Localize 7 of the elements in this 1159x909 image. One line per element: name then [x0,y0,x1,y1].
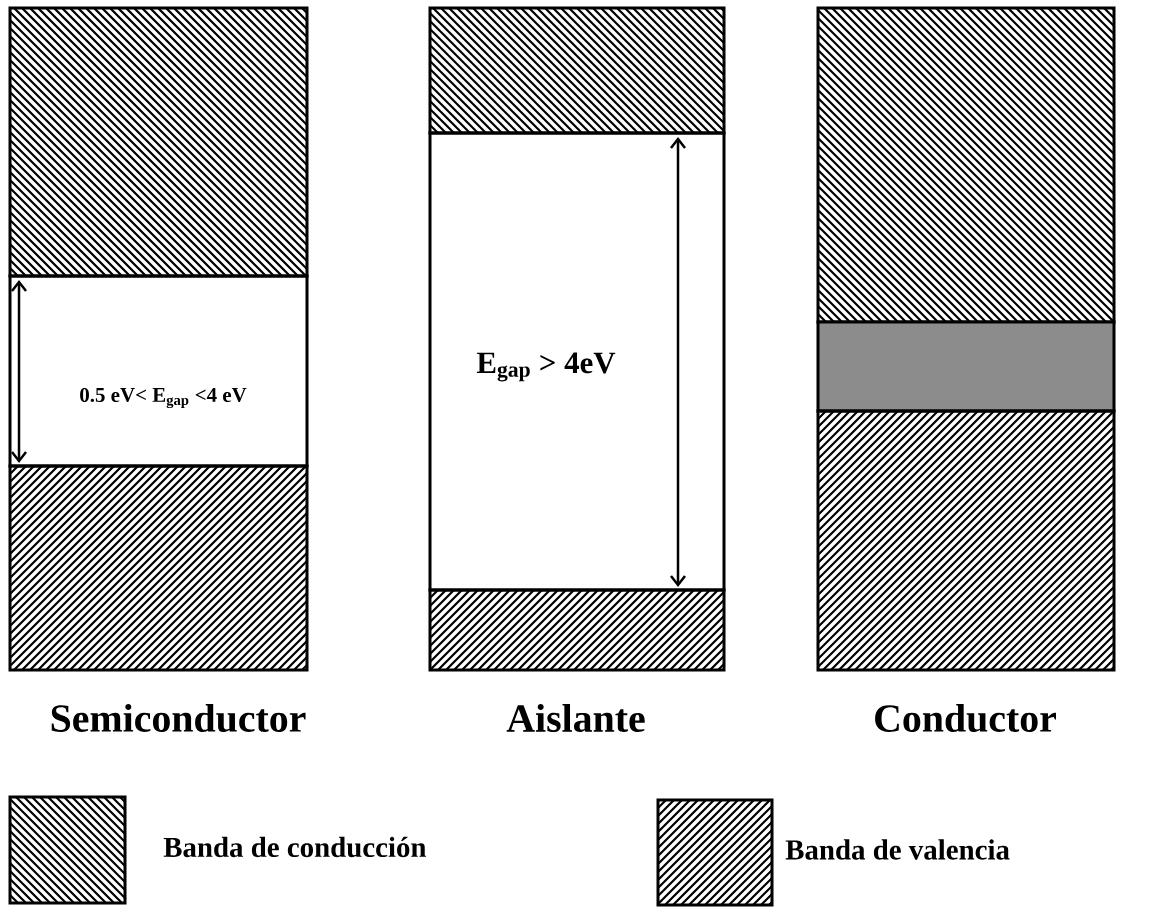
legend-label: Banda de valencia [785,839,1010,860]
label: E$_{gap}$ > 4eV [476,352,616,382]
label: Conductor [875,703,1056,733]
label: Semiconductor [51,703,306,733]
label: 0.5 eV< E$_{gap}$ <4 eV [80,387,247,409]
legend-label: Banda de conducción [163,836,427,858]
label: Aislante [506,704,645,732]
